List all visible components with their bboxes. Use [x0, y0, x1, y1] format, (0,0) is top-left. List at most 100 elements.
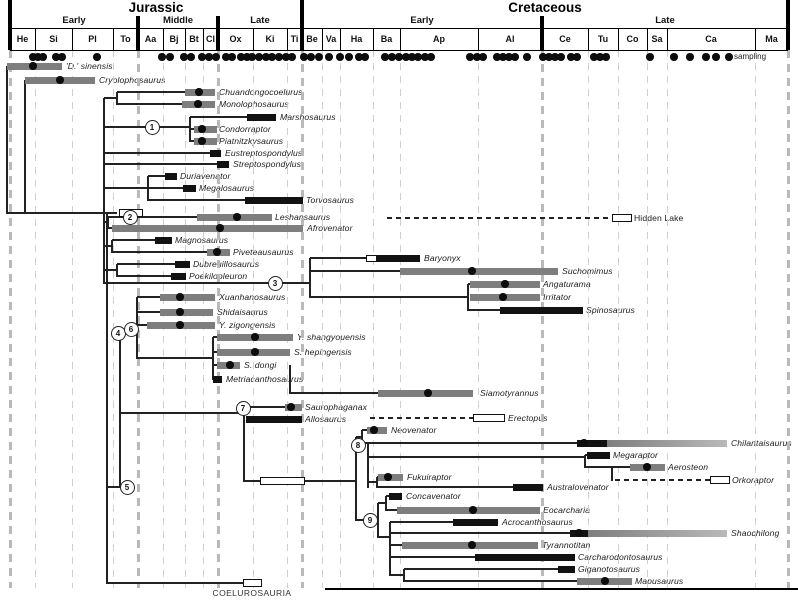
range-bar [217, 160, 229, 168]
sampling-dot [268, 53, 276, 61]
range-bar [160, 308, 213, 316]
branch-line [104, 187, 183, 189]
sampling-dot [381, 53, 389, 61]
node-number-circle: 2 [122, 209, 138, 225]
grid-line-minor [646, 50, 648, 588]
taxon-label: Torvosaurus [306, 194, 355, 205]
occurrence-dot [176, 308, 184, 316]
stage-label: Co [626, 34, 639, 44]
range-bar [210, 149, 221, 157]
grid-line-minor [666, 50, 668, 588]
ghost-lineage-line [615, 479, 710, 481]
stage-label: Bt [189, 34, 199, 44]
taxon-label: Tyrannotitan [542, 539, 591, 550]
timescale-boundary-bar [136, 16, 140, 50]
node-number-circle: 1 [144, 119, 160, 135]
branch-line [107, 582, 243, 584]
branch-line [368, 481, 377, 483]
sampling-dot [198, 53, 206, 61]
occurrence-dot [216, 224, 224, 232]
stage-label: Ti [290, 34, 299, 44]
sampling-dot [158, 53, 166, 61]
sampling-dot [325, 53, 333, 61]
branch-line [386, 509, 397, 511]
range-bar [500, 306, 583, 314]
branch-line [108, 216, 197, 218]
branch-line [137, 357, 213, 359]
occurrence-dot [176, 321, 184, 329]
taxon-label: Piatnitzkysaurus [219, 135, 284, 146]
taxon-label: Marshosaurus [280, 111, 336, 122]
sampling-dot [511, 53, 519, 61]
branch-line [213, 336, 217, 338]
branch-line [467, 284, 469, 311]
branch-line [385, 496, 387, 511]
range-bar [376, 254, 420, 262]
branch-line [585, 466, 630, 468]
branch-line [310, 257, 366, 259]
timescale-boundary-bar [540, 16, 544, 50]
range-bar [246, 415, 302, 423]
taxon-label: Carcharodontosaurus [578, 551, 663, 562]
sampling-dot [539, 53, 547, 61]
node-number-circle: 8 [350, 437, 366, 453]
branch-line [468, 283, 470, 285]
grid-line-major [8, 50, 12, 588]
taxon-label: Erectopus [508, 412, 548, 423]
sampling-dot [336, 53, 344, 61]
taxon-label: Irritator [543, 291, 572, 302]
stage-cell-border [113, 28, 114, 50]
stage-cell-border [340, 28, 341, 50]
stage-cell-border [667, 28, 668, 50]
branch-line [117, 91, 185, 93]
branch-line [390, 521, 453, 523]
occurrence-dot [213, 248, 221, 256]
occurrence-dot [198, 137, 206, 145]
taxon-label: Y. shangyouensis [297, 331, 366, 342]
sampling-dot [248, 53, 256, 61]
occurrence-dot [424, 389, 432, 397]
branch-line [376, 477, 378, 488]
range-bar [165, 172, 177, 180]
branch-line [116, 264, 118, 277]
range-bar [112, 224, 303, 232]
sampling-dot [414, 53, 422, 61]
branch-line [386, 495, 389, 497]
taxon-label: S. dongi [244, 359, 277, 370]
stage-label: Sa [651, 34, 663, 44]
taxon-label: 'D.' sinensis [66, 60, 113, 71]
taxon-label: Monolophosaurus [219, 98, 289, 109]
stage-cell-border [287, 28, 288, 50]
stage-label: Aa [144, 34, 157, 44]
taxon-label: Y. zigongensis [219, 319, 276, 330]
stage-label: Ki [265, 34, 275, 44]
sampling-dot [557, 53, 565, 61]
stage-label: Ma [765, 34, 778, 44]
taxon-label: Cryolophosaurus [99, 74, 166, 85]
grid-line-minor [252, 50, 254, 588]
stage-cell-border [618, 28, 619, 50]
occurrence-dot [468, 541, 476, 549]
sampling-dot [505, 53, 513, 61]
stage-label: Be [306, 34, 318, 44]
range-bar [475, 553, 575, 561]
taxon-label: Saurophaganax [305, 401, 367, 412]
taxon-label: Chilantaisaurus [731, 437, 792, 448]
branch-line [104, 97, 117, 99]
occurrence-dot [501, 280, 509, 288]
branch-line [244, 406, 285, 408]
branch-line [378, 536, 390, 538]
branch-line [103, 98, 105, 284]
sampling-dot [545, 53, 553, 61]
node-number-circle: 9 [362, 512, 378, 528]
sampling-dot [686, 53, 694, 61]
sampling-dot [646, 53, 654, 61]
grid-line-minor [617, 50, 619, 588]
taxon-label: Orkoraptor [732, 474, 775, 485]
branch-line [147, 176, 149, 201]
occurrence-dot [575, 529, 583, 537]
stage-label: Ce [559, 34, 571, 44]
sampling-dot [551, 53, 559, 61]
stage-label: Ox [229, 34, 242, 44]
sampling-dot [180, 53, 188, 61]
